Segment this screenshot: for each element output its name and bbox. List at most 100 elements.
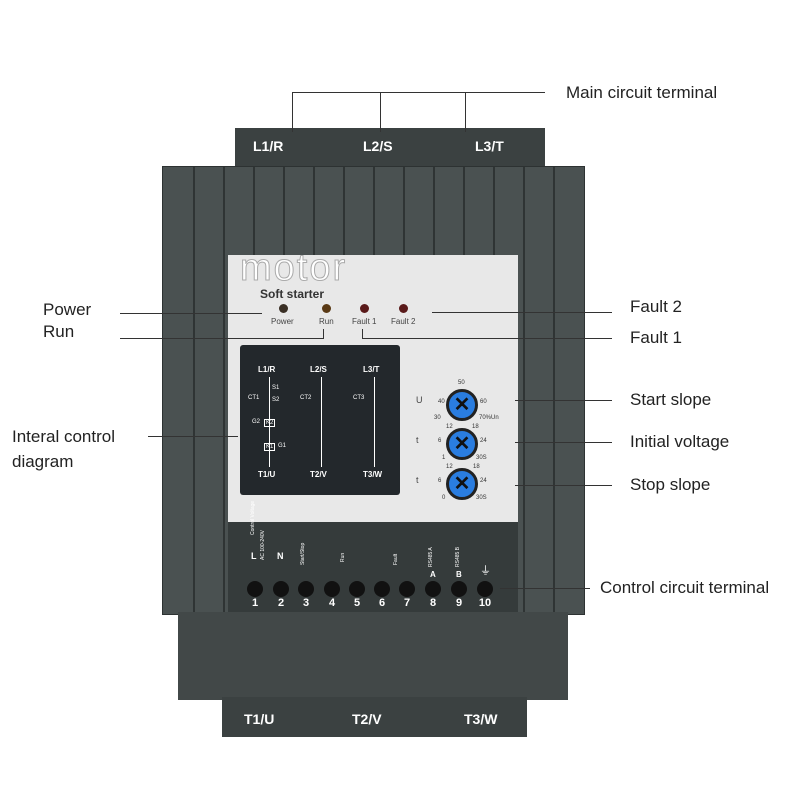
control-terminal-number: 3 xyxy=(302,597,310,609)
control-terminal-screw xyxy=(425,581,441,597)
start-slope-knob[interactable]: ✕ xyxy=(446,389,478,421)
label-control-voltage: Control Voltage xyxy=(250,500,256,535)
annotation-initial-voltage: Initial voltage xyxy=(630,432,730,451)
control-terminal-screw xyxy=(298,581,314,597)
diagram-s1: S1 xyxy=(272,385,280,391)
stop-slope-knob[interactable]: ✕ xyxy=(446,468,478,500)
control-terminal-number: 7 xyxy=(403,597,411,609)
knob-tick: 70%Un xyxy=(479,415,499,421)
output-terminal-block: T1/U T2/V T3/W xyxy=(222,697,527,737)
control-terminal-number: 4 xyxy=(328,597,336,609)
control-terminal-screw xyxy=(349,581,365,597)
power-led-label: Power xyxy=(271,317,294,326)
control-terminal-screw xyxy=(374,581,390,597)
terminal-l3: L3/T xyxy=(475,138,504,154)
initial-voltage-symbol: t xyxy=(416,435,419,445)
label-start-stop: Start/Stop xyxy=(300,542,306,565)
control-terminal-number: 5 xyxy=(353,597,361,609)
product-title: Soft starter xyxy=(260,287,325,301)
annotation-start-slope: Start slope xyxy=(630,390,712,409)
terminal-l1: L1/R xyxy=(253,138,284,154)
control-terminal-screw xyxy=(247,581,263,597)
terminal-t3: T3/W xyxy=(464,711,498,727)
diagram-output: T3/W xyxy=(363,470,383,479)
annotation-run: Run xyxy=(43,322,75,341)
annotation-power: Power xyxy=(43,300,92,319)
diagram-ct: CT1 xyxy=(248,395,260,401)
start-slope-symbol: U xyxy=(416,395,423,405)
control-terminal-screw xyxy=(399,581,415,597)
control-terminal-screw xyxy=(451,581,467,597)
knob-tick: 30 xyxy=(434,415,441,421)
control-terminal-number: 10 xyxy=(478,597,492,609)
control-terminal-screw xyxy=(324,581,340,597)
label-run: Run xyxy=(340,552,346,562)
initial-voltage-knob[interactable]: ✕ xyxy=(446,428,478,460)
knob-tick: 12 xyxy=(446,424,453,430)
terminal-t2: T2/V xyxy=(352,711,382,727)
diagram-output: T1/U xyxy=(258,470,276,479)
ground-icon: ⏚ xyxy=(480,565,491,577)
diagram-input: L3/T xyxy=(363,365,380,374)
fault2-led xyxy=(399,304,408,313)
annotation-main-circuit-terminal: Main circuit terminal xyxy=(566,83,718,102)
diagram-g1: G1 xyxy=(278,443,287,449)
label-l: L xyxy=(251,551,257,561)
label-rs485b: RS485 B xyxy=(455,546,461,567)
diagram-input: L2/S xyxy=(310,365,327,374)
control-terminal-number: 6 xyxy=(378,597,386,609)
annotation-fault-1: Fault 1 xyxy=(630,328,682,347)
control-area xyxy=(228,522,518,612)
knob-tick: 6 xyxy=(438,478,442,484)
input-terminal-block: L1/R L2/S L3/T xyxy=(235,128,545,173)
terminal-l2: L2/S xyxy=(363,138,393,154)
diagram-ct: CT2 xyxy=(300,395,312,401)
annotation-control-diagram-line1: Interal control xyxy=(12,427,115,446)
stop-slope-symbol: t xyxy=(416,475,419,485)
knob-tick: 24 xyxy=(480,438,487,444)
control-terminal-number: 1 xyxy=(251,597,259,609)
annotation-control-diagram-line2: diagram xyxy=(12,452,74,471)
terminal-t1: T1/U xyxy=(244,711,275,727)
knob-tick: 40 xyxy=(438,399,445,405)
knob-tick: 30S xyxy=(476,455,487,461)
front-panel: motor Soft starter Power Run Fault 1 Fau… xyxy=(228,249,518,522)
knob-tick: 24 xyxy=(480,478,487,484)
control-diagram: L1/R L2/S L3/T CT1 CT2 CT3 S1 S2 G2 K2 K… xyxy=(240,345,400,495)
diagram-output: T2/V xyxy=(310,470,327,479)
run-led xyxy=(322,304,331,313)
knob-tick: 18 xyxy=(472,424,479,430)
brand-watermark: motor xyxy=(239,247,348,289)
device-lower xyxy=(178,612,568,700)
knob-tick: 60 xyxy=(480,399,487,405)
knob-tick: 0 xyxy=(442,495,446,501)
control-terminal-number: 9 xyxy=(455,597,463,609)
diagram-ct: CT3 xyxy=(353,395,365,401)
control-terminal-screw xyxy=(273,581,289,597)
control-terminal-number: 2 xyxy=(277,597,285,609)
power-led xyxy=(279,304,288,313)
control-terminal-number: 8 xyxy=(429,597,437,609)
label-fault: Fault xyxy=(393,553,399,565)
diagram-s2: S2 xyxy=(272,397,280,403)
knob-tick: 6 xyxy=(438,438,442,444)
label-a: A xyxy=(430,570,436,579)
label-n: N xyxy=(277,551,284,561)
fault1-led xyxy=(360,304,369,313)
label-rs485a: RS485 A xyxy=(428,547,434,567)
label-ac-range: AC 100-240V xyxy=(260,529,266,560)
diagram-input: L1/R xyxy=(258,365,276,374)
control-terminal-screw xyxy=(477,581,493,597)
annotation-control-circuit-terminal: Control circuit terminal xyxy=(600,578,770,597)
fault2-led-label: Fault 2 xyxy=(391,317,416,326)
knob-tick: 50 xyxy=(458,380,465,386)
knob-tick: 18 xyxy=(473,464,480,470)
label-b: B xyxy=(456,570,462,579)
knob-tick: 12 xyxy=(446,464,453,470)
diagram-g2: G2 xyxy=(252,419,261,425)
knob-tick: 30S xyxy=(476,495,487,501)
annotation-fault-2: Fault 2 xyxy=(630,297,682,316)
knob-tick: 1 xyxy=(442,455,446,461)
run-led-label: Run xyxy=(319,317,334,326)
annotation-stop-slope: Stop slope xyxy=(630,475,711,494)
